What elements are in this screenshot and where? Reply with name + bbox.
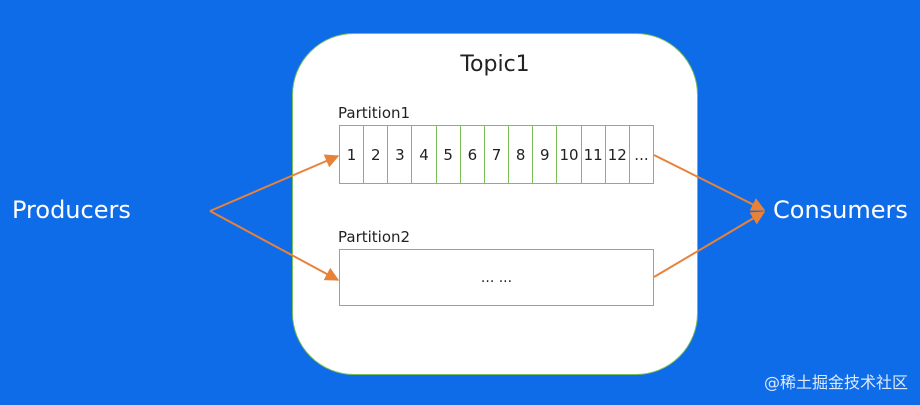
arrow-partition1-to-consumers — [653, 154, 766, 211]
partition1-offset-cell: 11 — [582, 126, 606, 183]
partition1-offset-cell: 8 — [509, 126, 534, 183]
partition1-offset-cell: 2 — [364, 126, 389, 183]
partition1-offset-cell: 1 — [340, 126, 365, 183]
partition1-offset-cell: 5 — [437, 126, 461, 183]
topic-container — [292, 33, 698, 375]
partition1-offset-cell: 7 — [485, 126, 510, 183]
partition1-offset-cell: 12 — [606, 126, 630, 183]
arrow-producers-to-partition1 — [209, 154, 340, 212]
partition1-label: Partition1 — [338, 104, 411, 122]
source-watermark: @稀土掘金技术社区 — [763, 373, 908, 392]
partition1-offset-cell: 9 — [533, 126, 558, 183]
producers-label: Producers — [12, 196, 131, 224]
partition2-content: ... ... — [480, 269, 513, 286]
partition1-offset-cell: 3 — [388, 126, 413, 183]
partition1-offset-cell: 4 — [412, 126, 437, 183]
partition1-offset-cell: 6 — [461, 126, 485, 183]
topic-title: Topic1 — [460, 52, 530, 77]
arrow-producers-to-partition2 — [209, 210, 340, 281]
partition2-log: ... ... — [339, 249, 654, 306]
partition2-label: Partition2 — [338, 228, 411, 246]
consumers-label: Consumers — [773, 196, 908, 224]
partition1-offset-cell: 10 — [557, 126, 582, 183]
partition1-offset-cell: ... — [634, 145, 649, 164]
arrow-partition2-to-consumers — [653, 211, 766, 278]
